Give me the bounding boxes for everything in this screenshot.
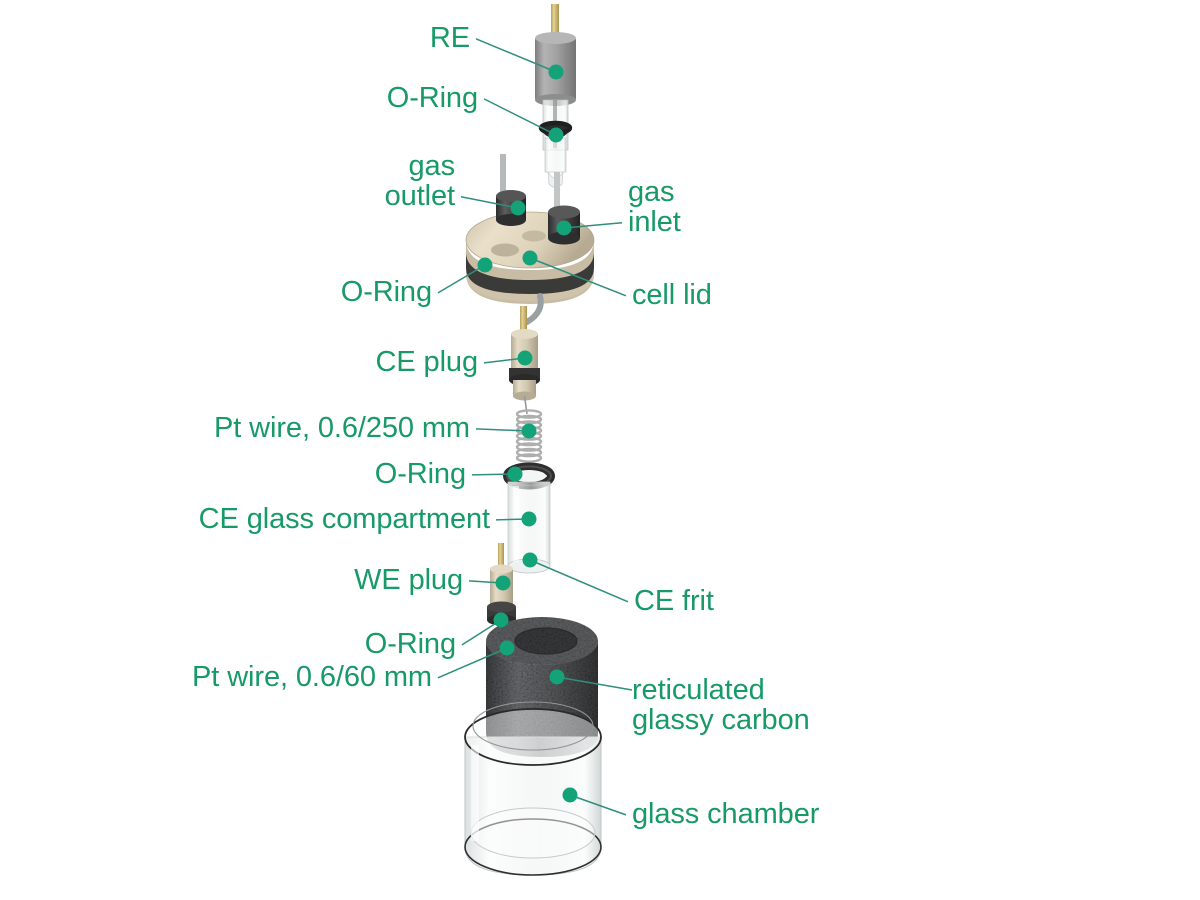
leader-reticulated-carbon xyxy=(556,676,633,691)
reticulated-glassy-carbon-part xyxy=(486,617,598,757)
lid-skirt-lower xyxy=(466,268,594,301)
lid-hole-center xyxy=(522,230,546,242)
leader-gas-inlet xyxy=(563,221,623,229)
re-body-top xyxy=(535,32,576,44)
ce-cable xyxy=(524,293,544,325)
label-gas-outlet: gas outlet xyxy=(384,150,455,212)
label-oring-re: O-Ring xyxy=(386,82,478,114)
leader-cell-lid xyxy=(529,257,627,297)
callout-dot-we-plug xyxy=(495,575,511,591)
re-electrode-part xyxy=(535,4,576,188)
gas-outlet-port xyxy=(496,190,526,226)
ce-plug-top xyxy=(511,329,538,339)
lid-hole-left xyxy=(491,243,519,257)
leader-oring-re xyxy=(483,98,557,136)
label-ce-plug: CE plug xyxy=(375,346,479,378)
leader-oring-lid xyxy=(437,264,486,294)
callout-dot-oring-we xyxy=(493,612,509,628)
lid-disc-edge xyxy=(465,211,595,269)
ce-plug-body-lower xyxy=(513,380,536,396)
callout-dot-oring-ce xyxy=(507,466,523,482)
callout-dot-ce-frit xyxy=(522,552,538,568)
callout-dot-gas-outlet xyxy=(510,200,526,216)
callout-dot-ce-plug xyxy=(517,350,533,366)
label-cell-lid: cell lid xyxy=(632,279,712,311)
chamber-inner-rim xyxy=(472,701,594,751)
label-oring-we: O-Ring xyxy=(364,628,456,660)
callout-dot-glass-chamber xyxy=(562,787,578,803)
re-pin xyxy=(551,4,559,38)
chamber-highlight xyxy=(471,745,479,841)
gas-inlet-tube xyxy=(554,172,560,220)
chamber-rim xyxy=(464,708,602,766)
leader-gas-outlet xyxy=(460,195,519,209)
callout-dot-ce-glass-compartment xyxy=(521,511,537,527)
leader-pt-wire-250 xyxy=(475,428,530,432)
callout-dot-oring-lid xyxy=(477,257,493,273)
callout-dots xyxy=(477,64,578,803)
glass-chamber-part xyxy=(464,701,602,876)
callout-dot-pt-wire-250 xyxy=(521,423,537,439)
leader-glass-chamber xyxy=(569,794,627,816)
re-glass-lower xyxy=(544,137,567,173)
we-plug-top xyxy=(490,564,513,574)
gas-outlet-tube xyxy=(500,154,506,202)
callout-dot-pt-wire-60 xyxy=(499,640,515,656)
label-pt-wire-60: Pt wire, 0.6/60 mm xyxy=(192,661,432,693)
leader-re xyxy=(475,38,557,73)
callout-dot-re xyxy=(548,64,564,80)
label-oring-ce: O-Ring xyxy=(374,458,466,490)
label-pt-wire-250: Pt wire, 0.6/250 mm xyxy=(214,412,470,444)
label-ce-frit: CE frit xyxy=(634,585,714,617)
rgc-cavity xyxy=(515,628,577,654)
label-re: RE xyxy=(429,22,470,54)
callout-dot-reticulated-carbon xyxy=(549,669,565,685)
leader-oring-we xyxy=(461,619,502,646)
label-reticulated-glassy-carbon: reticulated glassy carbon xyxy=(632,674,810,736)
label-oring-lid: O-Ring xyxy=(340,276,432,308)
cell-lid-part xyxy=(465,154,595,325)
ce-plug-pin xyxy=(520,306,527,334)
leader-pt-wire-60 xyxy=(437,647,508,679)
lid-oring xyxy=(466,252,594,296)
chamber-floor xyxy=(470,807,596,859)
we-plug-oring-top xyxy=(487,601,516,613)
leader-ce-frit xyxy=(529,559,629,603)
label-gas-inlet: gas inlet xyxy=(628,176,681,238)
ce-compartment-highlight xyxy=(513,486,519,562)
we-plug-pin xyxy=(498,543,504,569)
pt-wire-coil-250 xyxy=(515,409,543,463)
label-glass-chamber: glass chamber xyxy=(632,798,820,830)
callout-dot-gas-inlet xyxy=(556,220,572,236)
label-ce-glass-compartment: CE glass compartment xyxy=(198,503,490,535)
callout-dot-oring-re xyxy=(548,127,564,143)
label-we-plug: WE plug xyxy=(354,564,463,596)
callout-dot-cell-lid xyxy=(522,250,538,266)
rgc-cavity-edge xyxy=(514,627,578,655)
rgc-body xyxy=(486,641,598,757)
